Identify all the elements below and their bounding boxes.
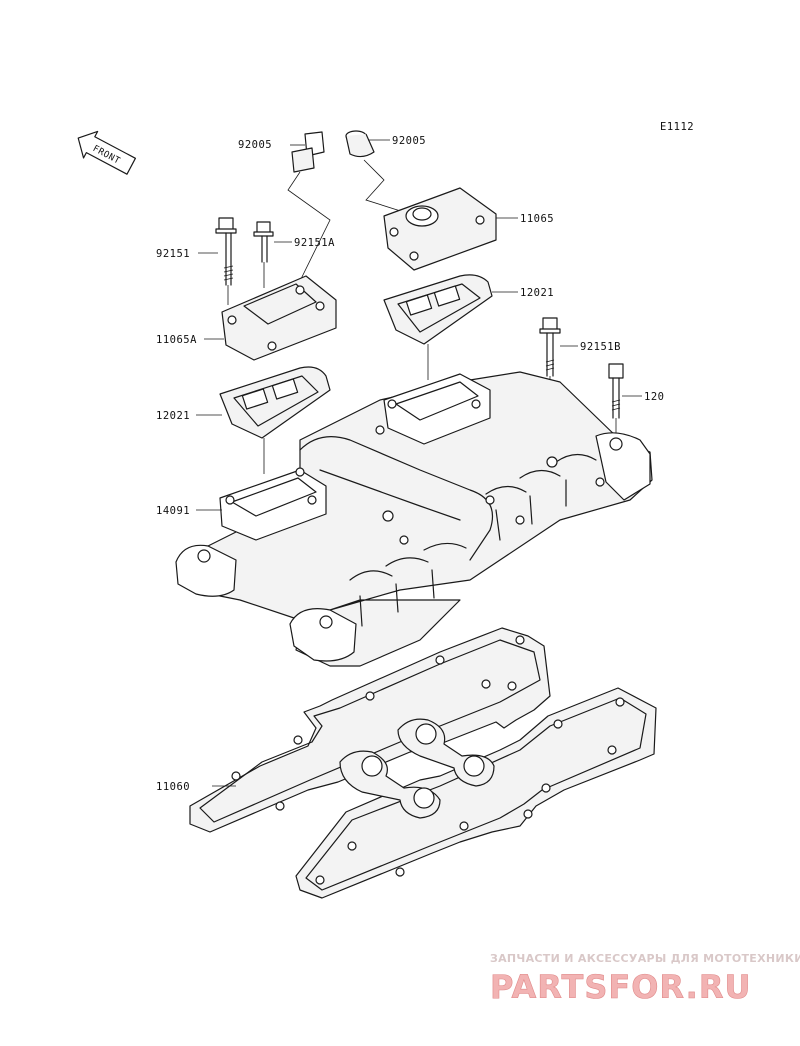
bolt-120 [608,363,624,419]
bolt-92151B [539,317,561,377]
label-92151B: 92151B [580,341,621,353]
diagram-code: E1112 [660,121,694,133]
bolt-92151A [253,221,274,263]
label-92005-right: 92005 [392,135,426,147]
cover-11065A [221,275,337,361]
cover-11065 [383,187,497,271]
label-92005-left: 92005 [238,139,272,151]
gasket-12021-top [383,274,493,345]
bolt-92151 [215,217,237,286]
front-arrow-icon: FRONT [77,130,137,175]
label-14091: 14091 [156,505,190,517]
label-92151A: 92151A [294,237,335,249]
gasket-11060 [189,627,657,899]
cap-92005-right [345,130,375,158]
label-11065A: 11065A [156,334,197,346]
gasket-12021-left [219,366,331,439]
label-12021-left: 12021 [156,410,190,422]
label-120: 120 [644,391,664,403]
label-92151: 92151 [156,248,190,260]
label-11060: 11060 [156,781,190,793]
watermark-logo: PARTSFOR.RU [490,968,751,1006]
label-12021-top: 12021 [520,287,554,299]
cap-92005-left [291,131,325,173]
cylinder-head-cover-14091 [175,371,653,667]
label-11065: 11065 [520,213,554,225]
watermark-tagline: ЗАПЧАСТИ И АКСЕССУАРЫ ДЛЯ МОТОТЕХНИКИ [490,952,800,965]
